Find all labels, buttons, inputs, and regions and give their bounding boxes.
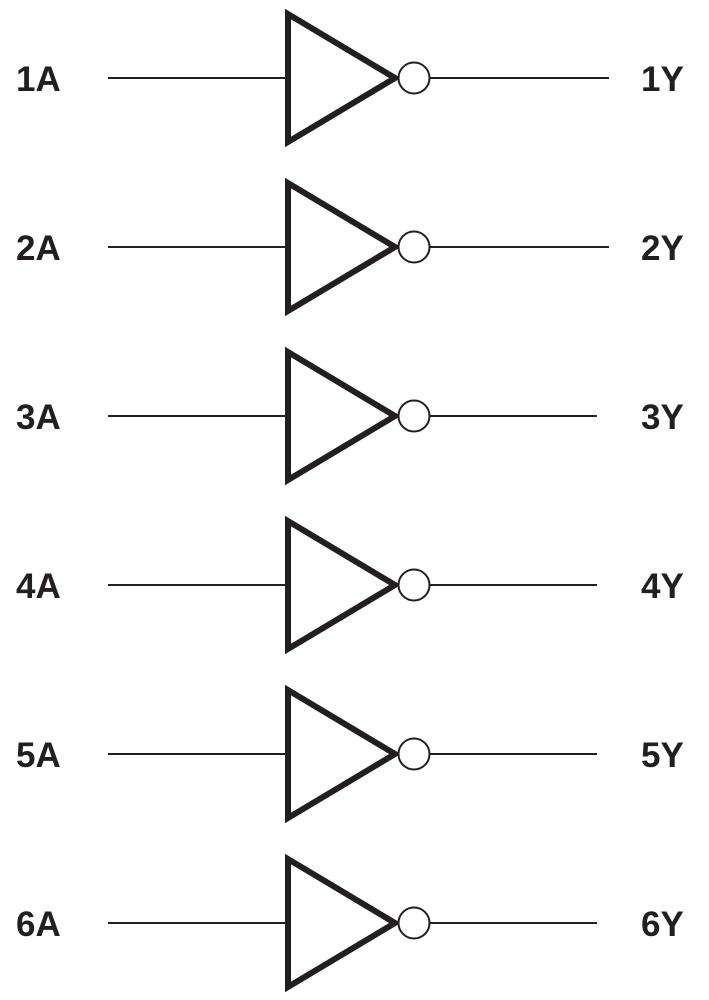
input-label: 3A [16, 398, 61, 437]
inversion-bubble [397, 906, 431, 940]
inversion-bubble [397, 399, 431, 433]
inversion-bubble [397, 230, 431, 264]
input-label: 1A [16, 60, 61, 99]
inversion-bubble [397, 737, 431, 771]
inverter-triangle [285, 346, 401, 486]
output-label: 6Y [641, 905, 684, 944]
output-label: 1Y [641, 60, 684, 99]
inverter-triangle [285, 8, 401, 148]
inverter-triangle [285, 515, 401, 655]
inversion-bubble [397, 61, 431, 95]
input-label: 4A [16, 567, 61, 606]
output-label: 4Y [641, 567, 684, 606]
input-label: 5A [16, 736, 61, 775]
inverter-triangle [285, 853, 401, 993]
input-label: 6A [16, 905, 61, 944]
output-label: 5Y [641, 736, 684, 775]
output-label: 2Y [641, 229, 684, 268]
inversion-bubble [397, 568, 431, 602]
output-label: 3Y [641, 398, 684, 437]
input-label: 2A [16, 229, 61, 268]
inverter-triangle [285, 177, 401, 317]
inverter-triangle [285, 684, 401, 824]
